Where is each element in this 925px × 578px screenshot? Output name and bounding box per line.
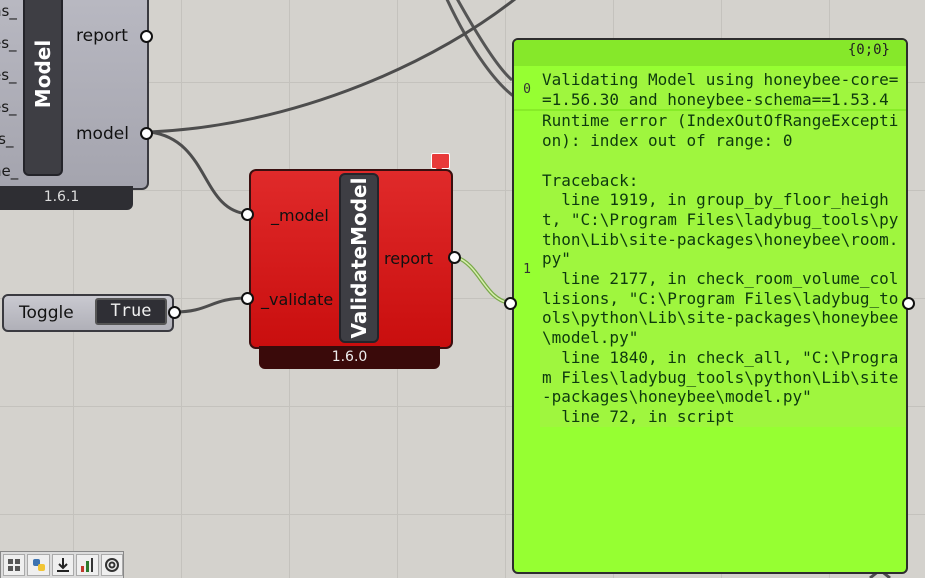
model-component[interactable]: ns_ es_ es_ es_ rs_ ne_ Model report mod… — [0, 0, 149, 190]
chart-icon[interactable] — [76, 554, 99, 576]
model-input-label: rs_ — [0, 130, 14, 148]
panel-header: {0;0} — [514, 40, 906, 66]
model-nickname: Model — [31, 39, 55, 109]
validate-version: 1.6.0 — [331, 349, 368, 365]
validate-nickname: ValidateModel — [347, 177, 371, 339]
model-input-label: es_ — [0, 98, 17, 116]
model-output-report-label: report — [76, 26, 128, 46]
validate-input-validate-label: _validate — [261, 290, 334, 309]
panel-item-text: Validating Model using honeybee-core==1.… — [540, 70, 906, 110]
output-panel[interactable]: {0;0} 0 Validating Model using honeybee-… — [512, 38, 908, 574]
spiral-icon[interactable] — [100, 554, 124, 576]
python-icon[interactable] — [27, 554, 50, 576]
model-input-label: ne_ — [0, 162, 19, 180]
panel-item-index: 1 — [523, 261, 531, 277]
panel-output-port[interactable] — [902, 297, 915, 310]
model-input-label: es_ — [0, 34, 17, 52]
panel-items: 0 Validating Model using honeybee-core==… — [514, 70, 906, 427]
download-icon[interactable] — [51, 554, 75, 576]
model-version: 1.6.1 — [43, 189, 80, 205]
model-input-label: ns_ — [0, 2, 17, 20]
validate-report-output-port[interactable] — [448, 251, 461, 264]
toggle-output-port[interactable] — [168, 306, 181, 319]
panel-path: {0;0} — [847, 42, 890, 58]
model-input-label: es_ — [0, 66, 17, 84]
validate-model-input-port[interactable] — [241, 208, 254, 221]
panel-item: 0 Validating Model using honeybee-core==… — [514, 70, 906, 110]
wire-report-to-panel — [455, 255, 511, 305]
wire-background-1 — [445, 0, 521, 102]
wire-toggle-to-validate — [174, 296, 249, 314]
validate-version-bar: 1.6.0 — [259, 346, 440, 369]
validate-input-model-label: _model — [271, 206, 329, 225]
validate-validate-input-port[interactable] — [241, 292, 254, 305]
toggle-value-button[interactable]: True — [95, 298, 167, 325]
wire-background-2 — [456, 0, 513, 82]
toggle-label: Toggle — [19, 303, 74, 323]
panel-input-port[interactable] — [504, 297, 517, 310]
wire-report-to-panel-inner — [455, 256, 511, 304]
model-version-bar: 1.6.1 — [0, 186, 133, 210]
panel-item-index: 0 — [523, 82, 531, 98]
model-output-model-label: model — [76, 124, 129, 144]
model-nickname-bar: Model — [23, 0, 63, 176]
validate-nickname-bar: ValidateModel — [339, 173, 379, 343]
wire-model-to-upper — [149, 0, 517, 134]
panel-item-text: Runtime error (IndexOutOfRangeException)… — [540, 111, 906, 427]
panel-footer — [514, 523, 906, 553]
validate-output-report-label: report — [384, 249, 433, 268]
bottom-toolbar — [0, 551, 124, 578]
grid-icon[interactable] — [3, 554, 26, 576]
warning-balloon-icon[interactable] — [431, 153, 450, 172]
panel-item: 1 Runtime error (IndexOutOfRangeExceptio… — [514, 109, 906, 427]
validate-model-component[interactable]: _model _validate ValidateModel report — [249, 169, 453, 349]
model-report-output-port[interactable] — [140, 30, 153, 43]
model-model-output-port[interactable] — [140, 127, 153, 140]
boolean-toggle[interactable]: Toggle True — [2, 294, 174, 332]
wire-model-to-validate — [149, 130, 249, 216]
